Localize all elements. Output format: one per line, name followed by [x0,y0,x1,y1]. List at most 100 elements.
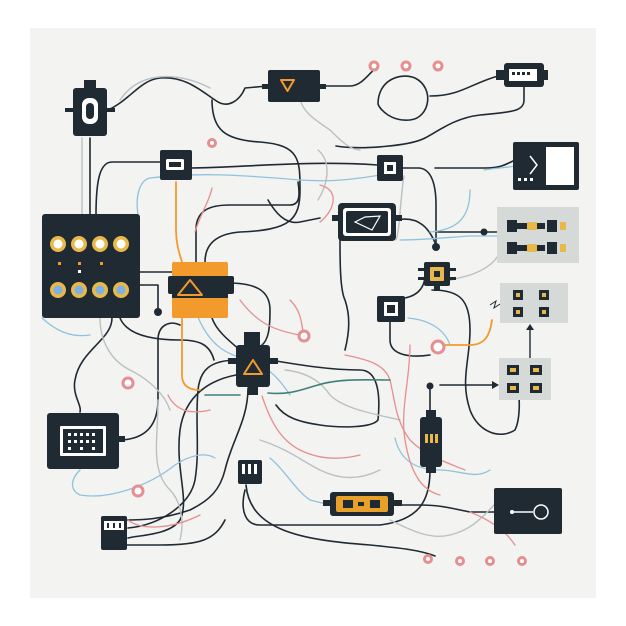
wire [127,374,237,539]
module-icon [435,434,438,443]
warning-triangle-icon [177,279,203,296]
chip-pin [418,268,424,271]
switch-icon [533,504,549,520]
switch-box[interactable] [494,488,562,534]
junction-box-stripe [172,276,228,298]
chip-pin [434,286,440,291]
central-triangle-box[interactable] [228,332,278,395]
vertical-module-cap [426,410,436,418]
wire [407,317,451,346]
terminal-dot [432,60,444,72]
terminal-dot [480,228,488,236]
connector-pin [318,84,326,89]
wire [339,239,350,351]
wire [402,344,441,496]
square-relay-mid[interactable] [377,296,405,322]
terminal-dot [485,556,495,566]
knob-center [74,285,84,295]
monitor-pixel [86,440,89,443]
module-icon [425,434,428,443]
wire [204,99,301,263]
amber-fuse-strip[interactable] [323,492,402,516]
wire [431,289,521,435]
monitor-pixel [92,440,95,443]
monitor-pixel [68,433,71,436]
main-switch-panel[interactable] [42,214,140,318]
small-connector[interactable] [238,460,262,484]
wire [155,399,183,541]
knob-center [95,285,105,295]
knob-center [74,239,84,249]
display-module[interactable] [513,142,579,190]
relay-icon-core [387,165,393,171]
chip-core [542,293,546,297]
monitor-screen[interactable] [47,413,125,469]
wire [269,359,380,428]
orange-junction-box[interactable] [168,262,234,318]
sensor-box[interactable] [332,203,402,241]
chip-core [516,310,520,314]
terminal-dot [455,556,465,566]
fuse-holder[interactable] [65,80,115,136]
four-chip-board-top[interactable] [489,283,568,323]
wire [194,187,213,233]
monitor-pixel [86,433,89,436]
resistor-end [547,220,557,232]
resistor-end [547,242,557,254]
usb-connector[interactable] [496,63,548,87]
fuse-strip-cell [358,502,364,506]
monitor-pixel [80,440,83,443]
fuse-icon-core [86,103,94,119]
wire [429,189,471,233]
terminal-dot [426,382,434,390]
monitor-pixel [80,433,83,436]
wire [127,514,201,528]
wire [429,75,499,97]
wire [127,359,239,529]
usb-pin [522,72,525,75]
wire [261,395,361,459]
bottom-connector[interactable] [101,516,127,550]
terminal-dot [432,243,440,251]
main-switch-panel-body [42,214,140,318]
wire [73,317,113,413]
sensor-pin [332,215,338,221]
small-battery-module[interactable] [160,150,192,180]
fuse-holder-pin [65,108,73,112]
terminal-dot [430,339,446,355]
monitor-pixel [68,440,71,443]
knob-row [50,282,129,298]
monitor-pixel [74,433,77,436]
connector-icon [242,464,245,474]
resistor-row [507,220,566,232]
square-relay-top[interactable] [377,155,403,181]
connector-pin [107,523,109,528]
resistor-board[interactable] [497,207,579,263]
fuse-strip-cell [370,500,380,508]
triangle-box-top[interactable] [262,70,326,102]
usb-pin [512,72,515,75]
central-box-foot [248,387,258,395]
switch-box-body [494,488,562,534]
monitor-pixel [80,447,83,450]
wire [377,75,429,121]
wire [284,369,401,421]
spark-icon [489,299,501,310]
chip-pin [450,268,456,271]
terminal-dot [368,60,380,72]
four-chip-board-bottom[interactable] [499,358,551,400]
vertical-module[interactable] [420,410,442,473]
chip-module[interactable] [418,262,456,291]
resistor-end [507,242,517,254]
wire [239,299,301,336]
terminal-dot [121,376,135,390]
wire [399,235,499,241]
wire [139,284,159,313]
central-box-pin [228,358,236,364]
monitor-pixel [68,447,71,450]
knob-center [116,285,126,295]
connector-icon [254,464,257,474]
fuse-strip-pin [323,500,331,506]
wire [242,469,431,526]
